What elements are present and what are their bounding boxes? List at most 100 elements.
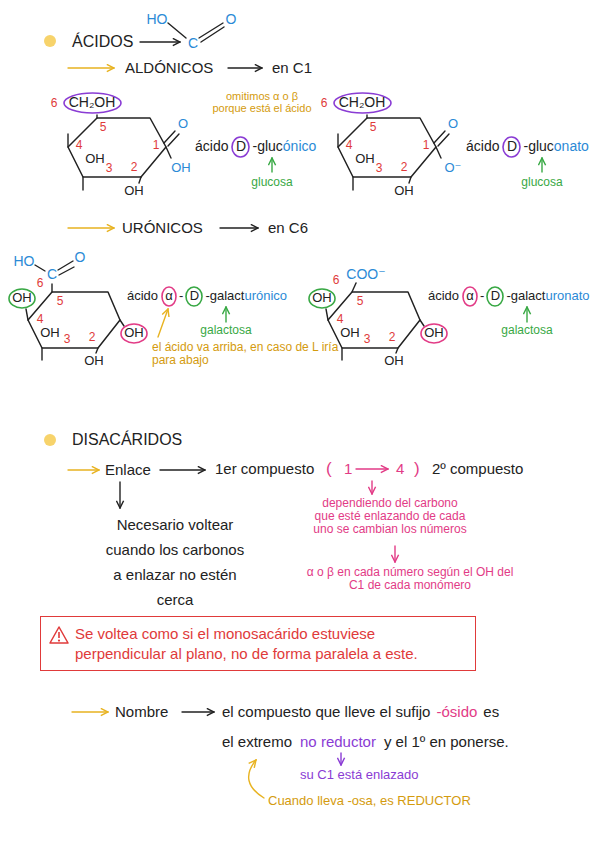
carbon-number: 6 bbox=[333, 274, 340, 287]
bond-line bbox=[96, 115, 97, 118]
bond-line bbox=[337, 134, 338, 147]
arrow bbox=[225, 307, 226, 322]
compound-name-part: urónico bbox=[244, 289, 287, 303]
formula-atom: O bbox=[178, 117, 188, 131]
warning-icon bbox=[58, 632, 60, 638]
circle-outline bbox=[309, 289, 335, 308]
compound-name-part: -galact bbox=[205, 289, 244, 303]
position-note: en C6 bbox=[268, 220, 308, 237]
compound-name-part: -gluc bbox=[523, 139, 553, 154]
note-text: 2º compuesto bbox=[432, 461, 523, 478]
node-text: CH₂OH bbox=[69, 95, 116, 110]
carbon-number: 2 bbox=[131, 161, 138, 174]
bond-line bbox=[164, 131, 175, 143]
bond-line bbox=[201, 27, 224, 42]
arrow bbox=[249, 760, 264, 798]
carbon-number: 6 bbox=[37, 277, 44, 290]
note-text: el extremo bbox=[222, 734, 292, 751]
arrow bbox=[394, 546, 395, 562]
margin-note: omitimos α o β porque está el ácido bbox=[209, 90, 315, 114]
subheading: URÓNICOS bbox=[122, 220, 203, 237]
formula-atom: OH bbox=[355, 152, 375, 166]
bond-line bbox=[96, 348, 98, 353]
circle-outline bbox=[186, 287, 202, 306]
note-text: 1er compuesto bbox=[215, 461, 314, 478]
bond-line bbox=[51, 284, 52, 292]
bond-line bbox=[352, 283, 356, 292]
formula-atom: OH bbox=[384, 354, 404, 368]
compound-name-part: - bbox=[480, 289, 484, 303]
arrow bbox=[119, 482, 120, 508]
sugar-name: glucosa bbox=[521, 176, 562, 189]
circled-letter: α bbox=[462, 286, 478, 307]
sugar-ring bbox=[28, 292, 120, 348]
warning-box: Se voltea como si el monosacárido estuvi… bbox=[40, 616, 476, 671]
compound-name-part: -gluc bbox=[252, 139, 282, 154]
formula-atom: OH bbox=[40, 326, 60, 340]
compound-name-part: uronato bbox=[545, 289, 589, 303]
circle-outline bbox=[334, 93, 391, 113]
carbon-number: 1 bbox=[153, 139, 160, 152]
circle-outline bbox=[421, 324, 447, 343]
circled-group: OH bbox=[120, 323, 148, 344]
compound-name-part: ónico bbox=[283, 139, 316, 154]
circled-group: CH₂OH bbox=[333, 92, 392, 114]
formula-atom: O⁻ bbox=[445, 161, 462, 175]
subheading: Enlace bbox=[105, 462, 151, 479]
bond-line bbox=[436, 147, 441, 158]
formula-atom: OH bbox=[84, 354, 104, 368]
arrow bbox=[271, 158, 272, 172]
section-heading: ÁCIDOS bbox=[72, 33, 133, 51]
arrow bbox=[68, 42, 542, 798]
note-text: -ósido bbox=[436, 704, 477, 721]
circled-letter: D bbox=[231, 136, 250, 158]
formula-atom: OH bbox=[171, 161, 191, 175]
carbon-number: 4 bbox=[37, 313, 44, 326]
formula-atom: COO⁻ bbox=[346, 267, 385, 282]
circle-outline bbox=[232, 137, 249, 157]
circle-outline bbox=[463, 287, 477, 306]
circled-letter: D bbox=[486, 286, 504, 307]
bond-line bbox=[26, 23, 449, 360]
node-text: D bbox=[236, 139, 246, 154]
formula-atom: O bbox=[448, 117, 458, 131]
bullet-dot bbox=[44, 434, 56, 446]
sugar-ring bbox=[28, 118, 436, 348]
sugar-ring bbox=[338, 118, 436, 177]
sugar-ring bbox=[328, 292, 420, 348]
carbon-number: 5 bbox=[357, 295, 364, 308]
carbon-number: 3 bbox=[64, 333, 71, 346]
bond-line bbox=[409, 177, 411, 183]
bond-line bbox=[438, 134, 449, 146]
note-text: y el 1º en ponerse. bbox=[384, 734, 509, 751]
formula-atom: OH bbox=[85, 152, 105, 166]
node-text: CH₂OH bbox=[339, 95, 386, 110]
compound-name-part: onato bbox=[554, 139, 589, 154]
circle-outline bbox=[487, 287, 503, 306]
node-text: D bbox=[491, 289, 500, 303]
circled-group: CH₂OH bbox=[63, 92, 122, 114]
compound-name-part: ácido bbox=[195, 139, 228, 154]
circle-outline bbox=[162, 287, 176, 306]
arrow bbox=[541, 158, 542, 172]
arrow bbox=[220, 227, 258, 228]
carbon-number: 4 bbox=[76, 139, 83, 152]
bond-line bbox=[326, 309, 328, 320]
circled-group: OH bbox=[8, 288, 36, 309]
node-text: α bbox=[165, 289, 173, 303]
arrow bbox=[68, 469, 99, 470]
bond-notation: ( bbox=[326, 460, 332, 479]
circled-group: OH bbox=[308, 288, 336, 309]
warning-icon bbox=[49, 626, 69, 644]
node-text: OH bbox=[124, 326, 144, 340]
bond-notation: 4 bbox=[396, 461, 404, 478]
carbon-number: 2 bbox=[89, 331, 96, 344]
compound-name-part: -galact bbox=[506, 289, 545, 303]
carbon-number: 1 bbox=[423, 139, 430, 152]
formula-atom: OH bbox=[340, 326, 360, 340]
bond-line bbox=[168, 134, 179, 146]
sugar-name: galactosa bbox=[200, 324, 251, 337]
formula-atom: O bbox=[75, 250, 86, 265]
